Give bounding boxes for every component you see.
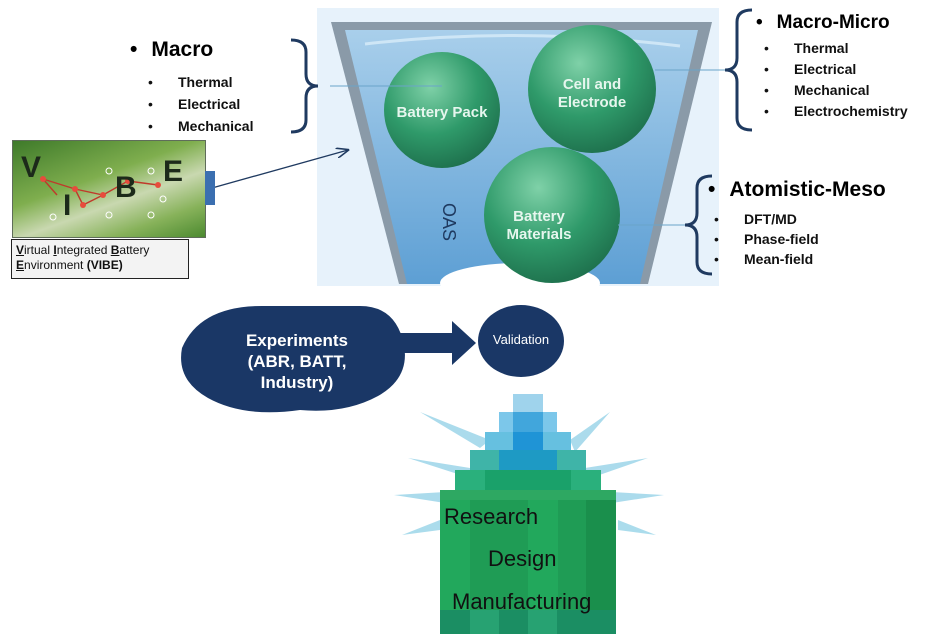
output-tower (394, 394, 664, 634)
macro-micro-title: Macro-Micro (756, 12, 890, 34)
validation-label: Validation (492, 332, 550, 347)
macro-micro-list: Thermal Electrical Mechanical Electroche… (764, 38, 908, 122)
macro-title: Macro (130, 38, 213, 62)
vibe-letter-e: E (163, 155, 184, 188)
connector-lines (330, 69, 730, 226)
atomistic-meso-item: Phase-field (714, 229, 819, 249)
vibe-caption-line2: Environment (VIBE) (16, 258, 123, 272)
output-design: Design (488, 546, 557, 571)
bracket-macro (290, 38, 319, 134)
vibe-connector (205, 171, 215, 205)
vibe-panel: V I B E (8, 137, 215, 239)
vibe-caption-line1: Virtual Integrated Battery (16, 243, 150, 257)
funnel-side-label: OAS (439, 203, 459, 241)
macro-list: Thermal Electrical Mechanical (148, 71, 254, 137)
sphere-label-battery-pack: Battery Pack (396, 104, 488, 121)
macro-item: Electrical (148, 93, 253, 115)
experiments-label: Experiments(ABR, BATT,Industry) (245, 331, 349, 392)
atomistic-meso-item: Mean-field (714, 249, 819, 269)
atomistic-meso-title: Atomistic-Meso (708, 178, 885, 202)
sphere-battery-pack (384, 52, 500, 168)
bracket-macro-micro (724, 8, 753, 132)
spheres (384, 25, 656, 283)
vibe-network (40, 167, 167, 221)
atomistic-meso-item: DFT/MD (714, 209, 819, 229)
validation-arrow (400, 321, 476, 365)
macro-item: Thermal (148, 71, 253, 93)
output-research: Research (444, 504, 539, 529)
vibe-arrow (211, 150, 348, 189)
output-manufacturing: Manufacturing (452, 589, 592, 614)
bracket-atomistic-meso (684, 174, 713, 276)
vibe-letter-v: V (21, 151, 42, 184)
experiments-blob (181, 306, 405, 413)
validation-circle (478, 305, 564, 377)
vibe-letter-i: I (63, 189, 72, 222)
atomistic-meso-list: DFT/MD Phase-field Mean-field (714, 209, 819, 269)
macro-micro-item: Electrical (764, 59, 908, 80)
sphere-cell-electrode (528, 25, 656, 153)
macro-micro-item: Thermal (764, 38, 908, 59)
macro-micro-item: Electrochemistry (764, 101, 908, 122)
vibe-caption: Virtual Integrated Battery Environment (… (11, 239, 189, 279)
vibe-letter-b: B (115, 171, 137, 204)
sphere-battery-materials (484, 147, 620, 283)
brackets (290, 8, 753, 276)
macro-item: Mechanical (148, 115, 254, 137)
macro-micro-item: Mechanical (764, 80, 908, 101)
vibe-image: V I B E (12, 140, 215, 238)
